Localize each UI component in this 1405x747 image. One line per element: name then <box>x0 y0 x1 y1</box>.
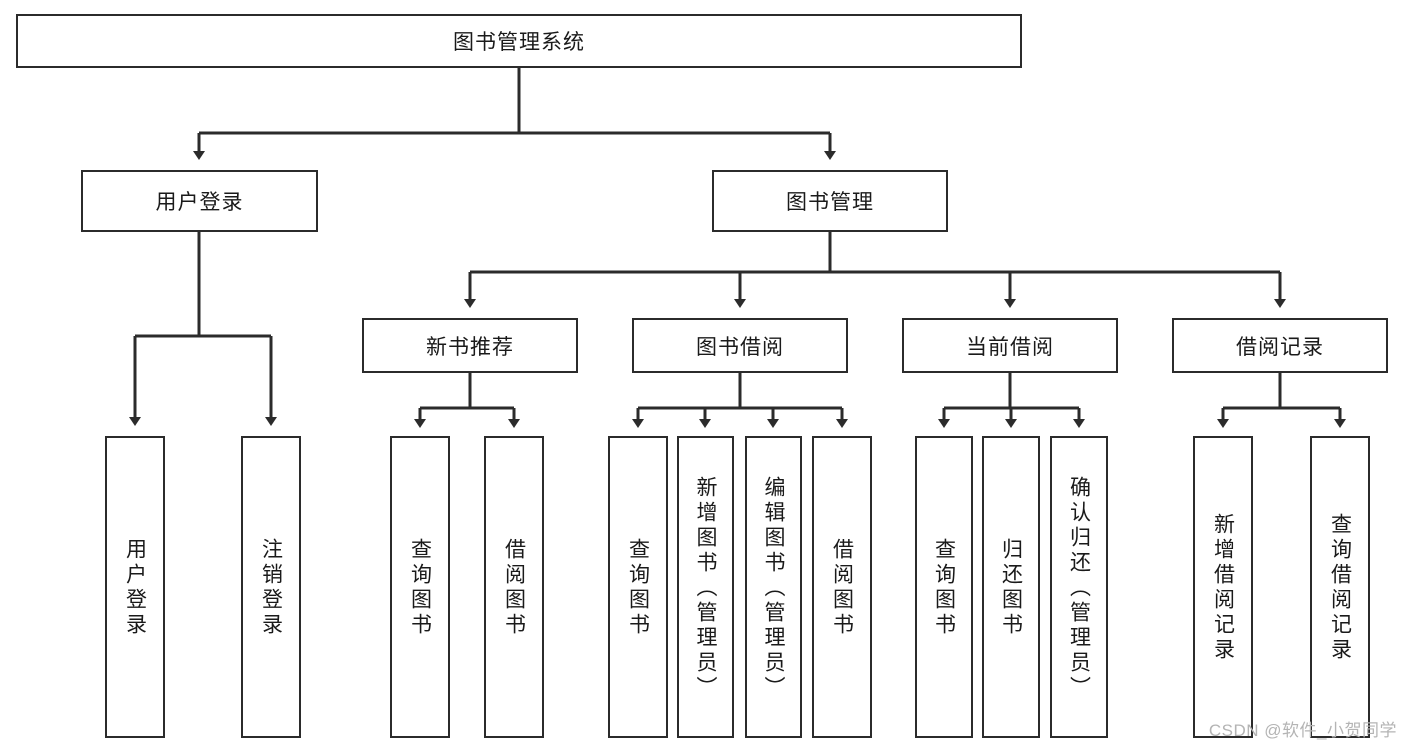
node-book-manage-label: 图书管理 <box>786 191 874 214</box>
node-leaf-borrow-book-2[interactable]: 借阅图书 <box>812 436 872 738</box>
node-leaf-query-book-2[interactable]: 查询图书 <box>608 436 668 738</box>
node-leaf-user-login-label: 用户登录 <box>123 538 147 638</box>
csdn-watermark: CSDN @软件_小贺同学 <box>1208 721 1397 740</box>
node-leaf-add-record-label: 新增借阅记录 <box>1211 513 1235 663</box>
node-user-login[interactable]: 用户登录 <box>81 170 318 232</box>
node-root-label: 图书管理系统 <box>453 31 585 54</box>
node-leaf-query-book-2-label: 查询图书 <box>626 538 650 638</box>
node-user-login-label: 用户登录 <box>155 191 244 214</box>
node-book-borrow[interactable]: 图书借阅 <box>632 318 848 373</box>
node-leaf-borrow-book-1[interactable]: 借阅图书 <box>484 436 544 738</box>
node-leaf-user-login[interactable]: 用户登录 <box>105 436 165 738</box>
node-current-borrow-label: 当前借阅 <box>966 335 1054 359</box>
node-leaf-query-book-3-label: 查询图书 <box>932 538 956 638</box>
node-borrow-record-label: 借阅记录 <box>1236 335 1324 359</box>
node-leaf-confirm-return[interactable]: 确认归还（管理员） <box>1050 436 1108 738</box>
node-new-book-recommend-label: 新书推荐 <box>426 335 514 359</box>
node-new-book-recommend[interactable]: 新书推荐 <box>362 318 578 373</box>
node-leaf-borrow-book-2-label: 借阅图书 <box>830 538 854 638</box>
node-leaf-borrow-book-1-label: 借阅图书 <box>502 538 526 638</box>
node-leaf-edit-book[interactable]: 编辑图书（管理员） <box>745 436 802 738</box>
node-current-borrow[interactable]: 当前借阅 <box>902 318 1118 373</box>
node-leaf-logout-login-label: 注销登录 <box>259 538 283 638</box>
node-leaf-return-book-label: 归还图书 <box>999 538 1023 638</box>
node-leaf-add-book[interactable]: 新增图书（管理员） <box>677 436 734 738</box>
node-leaf-add-book-label: 新增图书（管理员） <box>694 475 717 701</box>
node-book-manage[interactable]: 图书管理 <box>712 170 948 232</box>
node-leaf-query-record[interactable]: 查询借阅记录 <box>1310 436 1370 738</box>
node-leaf-query-book-1[interactable]: 查询图书 <box>390 436 450 738</box>
node-book-borrow-label: 图书借阅 <box>696 335 784 359</box>
node-borrow-record[interactable]: 借阅记录 <box>1172 318 1388 373</box>
node-leaf-edit-book-label: 编辑图书（管理员） <box>762 475 785 701</box>
node-root[interactable]: 图书管理系统 <box>16 14 1022 68</box>
node-leaf-add-record[interactable]: 新增借阅记录 <box>1193 436 1253 738</box>
node-leaf-query-book-1-label: 查询图书 <box>408 538 432 638</box>
node-leaf-confirm-return-label: 确认归还（管理员） <box>1067 475 1091 701</box>
node-leaf-logout-login[interactable]: 注销登录 <box>241 436 301 738</box>
node-leaf-query-book-3[interactable]: 查询图书 <box>915 436 973 738</box>
node-leaf-return-book[interactable]: 归还图书 <box>982 436 1040 738</box>
node-leaf-query-record-label: 查询借阅记录 <box>1328 513 1352 663</box>
